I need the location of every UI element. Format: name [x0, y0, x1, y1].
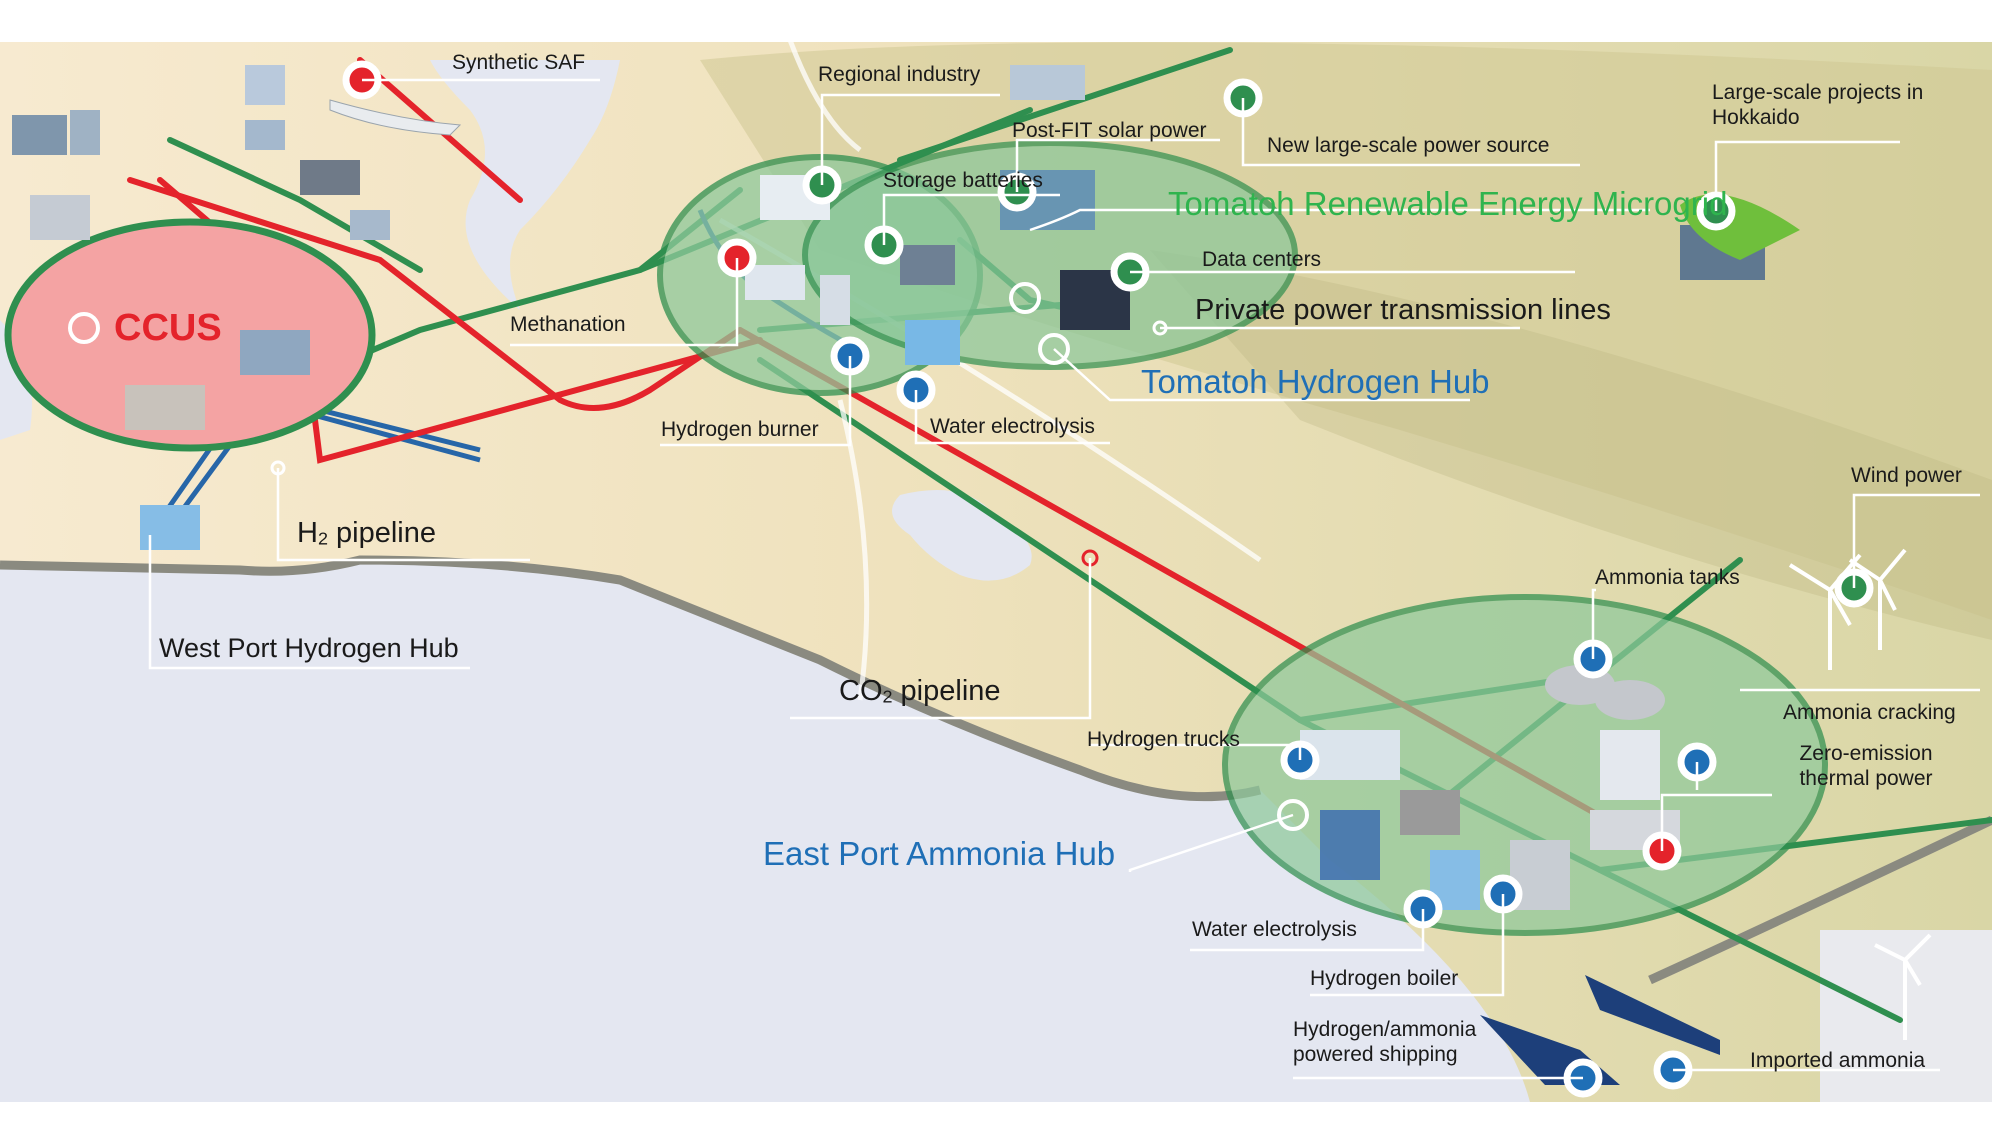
coastline-east [1648, 815, 1992, 985]
pond [892, 490, 1032, 581]
label-zero-emission: Zero-emission thermal power [1799, 742, 1933, 791]
label-large-scale-projects: Large-scale projects in Hokkaido [1712, 81, 1924, 130]
terrain-patch [1150, 250, 1992, 640]
label-new-large-scale-power: New large-scale power source [1267, 134, 1550, 157]
label-synthetic-saf: Synthetic SAF [452, 51, 586, 74]
label-hydrogen-trucks: Hydrogen trucks [1087, 728, 1240, 751]
callout-lines [148, 78, 1980, 1080]
label-ammonia-cracking: Ammonia cracking [1783, 701, 1956, 724]
label-imported-ammonia: Imported ammonia [1750, 1049, 1926, 1072]
label-ccus: CCUS [114, 307, 222, 349]
label-water-electrolysis-bottom: Water electrolysis [1192, 918, 1357, 941]
label-hydrogen-burner: Hydrogen burner [661, 418, 819, 441]
label-h2-pipeline: H2 pipeline [297, 517, 436, 549]
label-tomatoh-hydrogen-hub: Tomatoh Hydrogen Hub [1141, 363, 1490, 400]
wind-turbines [1788, 548, 1932, 1040]
label-shipping: Hydrogen/ammonia powered shipping [1293, 1018, 1477, 1067]
tomatoh-microgrid-zone [802, 140, 1298, 370]
label-hydrogen-boiler: Hydrogen boiler [1310, 967, 1459, 990]
label-private-lines: Private power transmission lines [1195, 294, 1611, 326]
hub-target-markers [68, 282, 1309, 831]
label-wind-power: Wind power [1851, 464, 1962, 487]
label-co2-pipeline: CO2 pipeline [839, 675, 1001, 707]
label-storage-batteries: Storage batteries [883, 169, 1043, 192]
label-west-port-hub: West Port Hydrogen Hub [159, 633, 459, 663]
label-water-electrolysis-top: Water electrolysis [930, 415, 1095, 438]
sea [0, 560, 1530, 1102]
label-east-port-hub: East Port Ammonia Hub [763, 835, 1116, 872]
label-methanation: Methanation [510, 313, 626, 336]
label-microgrid: Tomatoh Renewable Energy Microgrid [1168, 185, 1728, 222]
lagoon [430, 60, 620, 310]
label-post-fit-solar: Post-FIT solar power [1012, 119, 1207, 142]
ccus-zone [4, 218, 376, 452]
label-data-centers: Data centers [1202, 248, 1322, 271]
label-ammonia-tanks: Ammonia tanks [1595, 566, 1740, 589]
label-regional-industry: Regional industry [818, 63, 981, 86]
